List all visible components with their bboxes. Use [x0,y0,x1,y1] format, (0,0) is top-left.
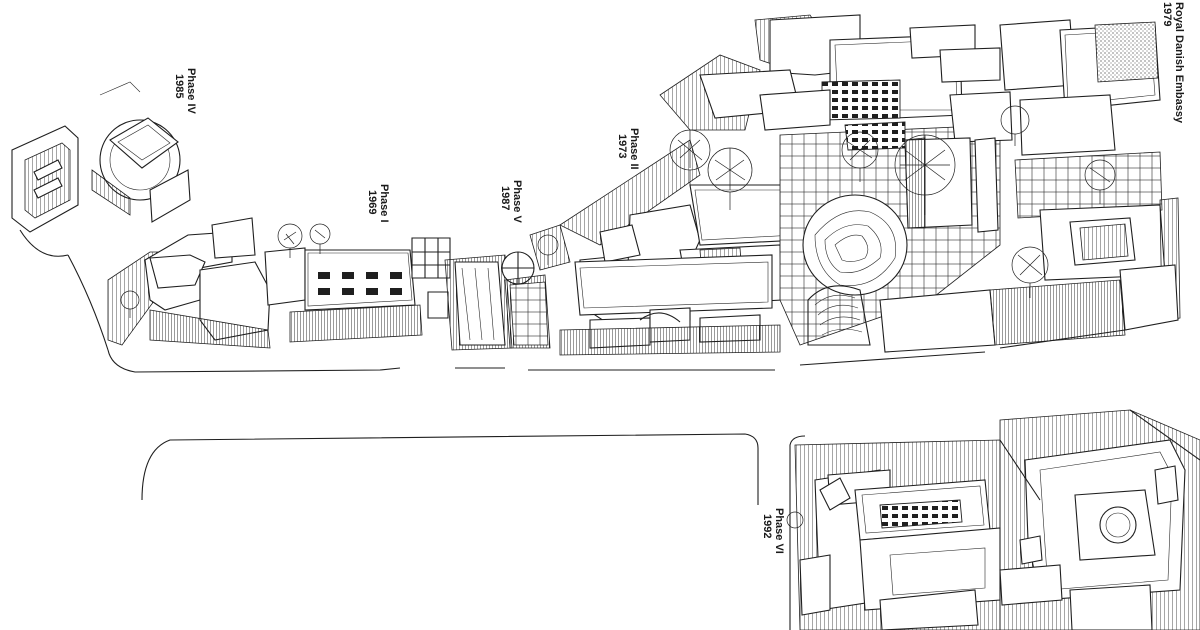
label-embassy: Royal Danish Embassy 1979 [1161,2,1185,124]
building-phase-v [444,224,571,351]
label-phase-i-year: 1969 [366,190,378,214]
tree-group [120,105,1176,565]
building-embassy [659,14,1181,353]
building-phase-iv [11,81,191,233]
label-phase-ii: Phase II 1973 [616,128,640,170]
building-phase-vi [794,409,1200,630]
label-phase-vi: Phase VI 1992 [761,508,785,554]
label-phase-iv: Phase IV 1985 [173,68,197,115]
label-phase-v: Phase V 1987 [499,180,523,223]
label-phase-iv-year: 1985 [173,74,185,98]
label-phase-ii-name: Phase II [628,128,640,170]
label-phase-vi-name: Phase VI [773,508,785,554]
building-phase-ii [559,139,801,356]
label-phase-i: Phase I 1969 [366,184,390,223]
label-phase-v-name: Phase V [511,180,523,223]
label-phase-vi-year: 1992 [761,514,773,538]
label-phase-iv-name: Phase IV [185,68,197,115]
street-block-lower [141,433,759,505]
label-embassy-year: 1979 [1161,2,1173,26]
garden-mound [802,194,908,346]
label-phase-ii-year: 1973 [616,134,628,158]
street-curb-lower-right [789,435,806,630]
building-phase-i [107,217,451,349]
label-phase-v-year: 1987 [499,186,511,210]
label-embassy-name: Royal Danish Embassy [1173,2,1185,124]
label-phase-i-name: Phase I [378,184,390,223]
